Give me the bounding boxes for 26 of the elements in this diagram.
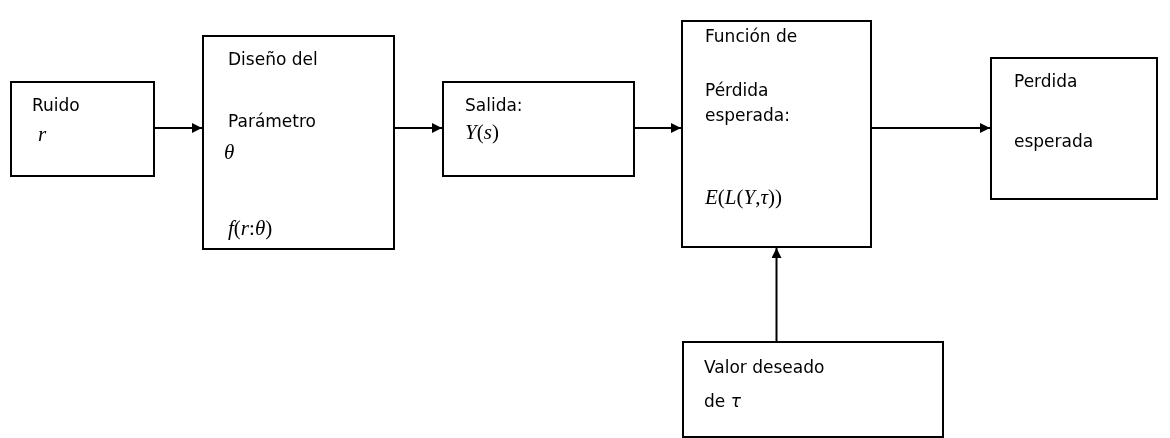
arrow [154, 123, 203, 133]
arrow [394, 123, 443, 133]
box-label: Parámetro [228, 110, 316, 133]
math-expression: θ [224, 139, 235, 166]
box-label: Perdida [1014, 70, 1078, 93]
box-label: de τ [704, 390, 741, 413]
box-label: Ruido [32, 94, 80, 117]
math-expression: f(r:θ) [228, 215, 273, 242]
process-box [682, 341, 944, 438]
arrow [771, 247, 782, 342]
math-expression: E(L(Y,τ)) [705, 184, 783, 211]
box-label: esperada [1014, 130, 1094, 153]
process-box [990, 57, 1158, 200]
process-box [202, 35, 395, 250]
arrow [634, 123, 682, 133]
box-label: Diseño del [228, 48, 318, 71]
math-expression: r [38, 121, 47, 148]
process-box [442, 81, 635, 177]
process-box [681, 20, 872, 248]
math-expression: Y(s) [465, 119, 499, 146]
box-label: Pérdida esperada: [705, 79, 791, 127]
box-label: Valor deseado [704, 356, 825, 379]
process-box [10, 81, 155, 177]
box-label: Función de [705, 25, 798, 48]
box-label: Salida: [465, 94, 523, 117]
arrow [871, 123, 991, 133]
